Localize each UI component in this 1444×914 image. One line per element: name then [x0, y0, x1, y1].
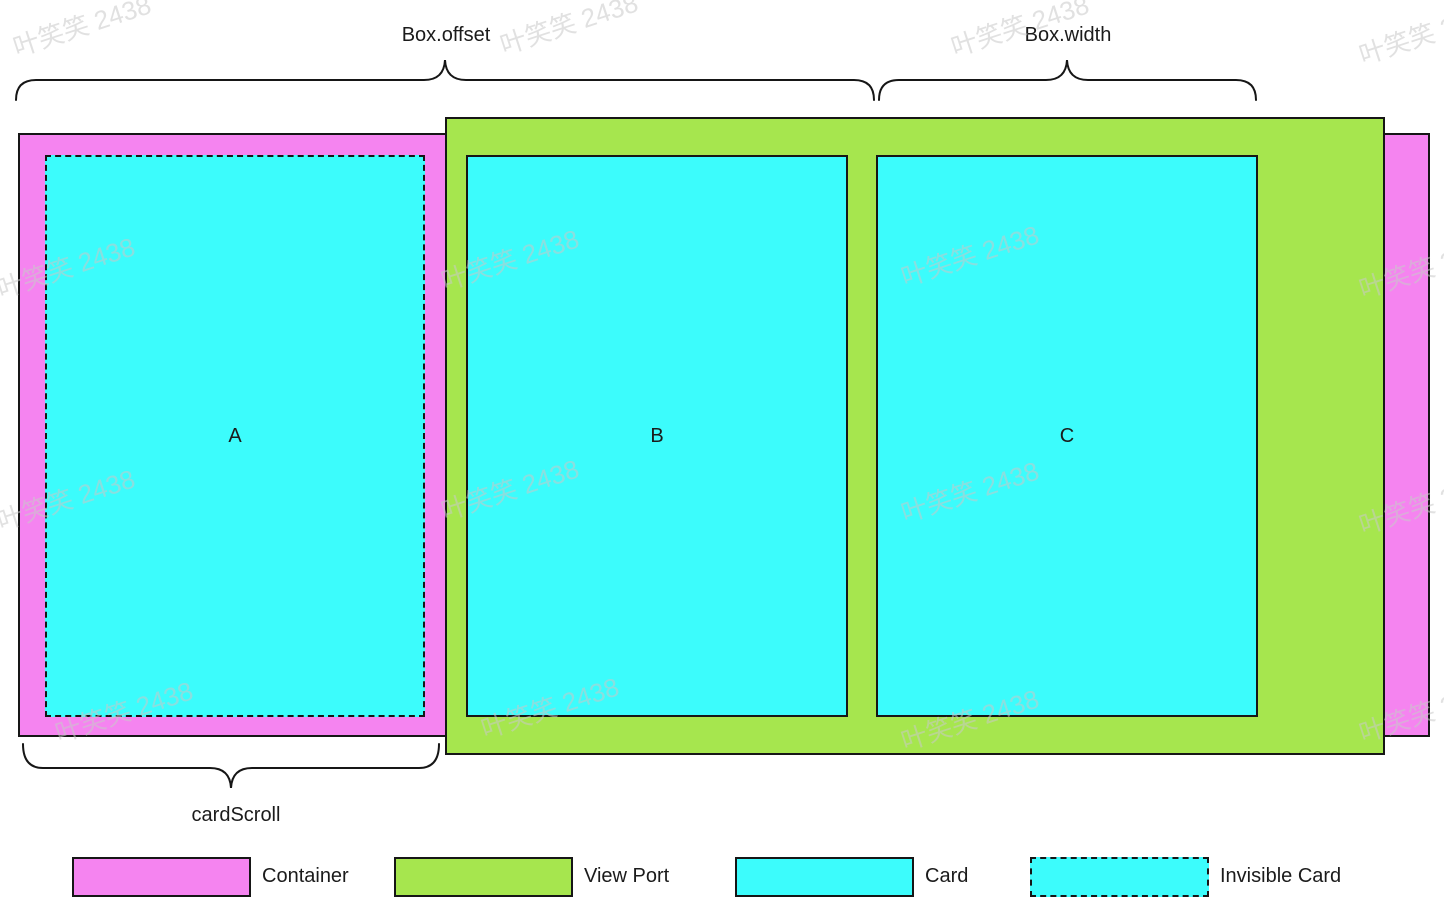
legend-swatch-invisible-card	[1030, 856, 1209, 897]
card-label: B	[650, 424, 664, 447]
card-a-invisible: A	[45, 155, 425, 717]
legend-label: Card	[925, 865, 969, 887]
watermark: 叶笑笑 2438	[1355, 0, 1444, 71]
legend-label: Invisible Card	[1220, 865, 1342, 887]
box-width-brace	[878, 59, 1257, 101]
box-offset-label: Box.offset	[401, 24, 491, 46]
legend-item-viewport: View Port	[394, 856, 669, 897]
legend-swatch-viewport	[394, 856, 573, 897]
card-c: C	[876, 155, 1258, 717]
legend-label: Container	[262, 865, 349, 887]
card-label: A	[228, 424, 242, 447]
box-width-label: Box.width	[1024, 24, 1112, 46]
legend-item-card: Card	[735, 856, 968, 897]
box-offset-brace	[15, 59, 875, 101]
card-scroll-label: cardScroll	[191, 804, 281, 826]
legend-swatch-container	[72, 856, 251, 897]
card-scroll-brace	[22, 743, 440, 789]
legend-item-invisible-card: Invisible Card	[1030, 856, 1341, 897]
watermark: 叶笑笑 2438	[9, 0, 155, 63]
legend-label: View Port	[584, 865, 670, 887]
legend-swatch-card	[735, 856, 914, 897]
legend-item-container: Container	[72, 856, 349, 897]
card-b: B	[466, 155, 848, 717]
card-label: C	[1059, 424, 1075, 447]
